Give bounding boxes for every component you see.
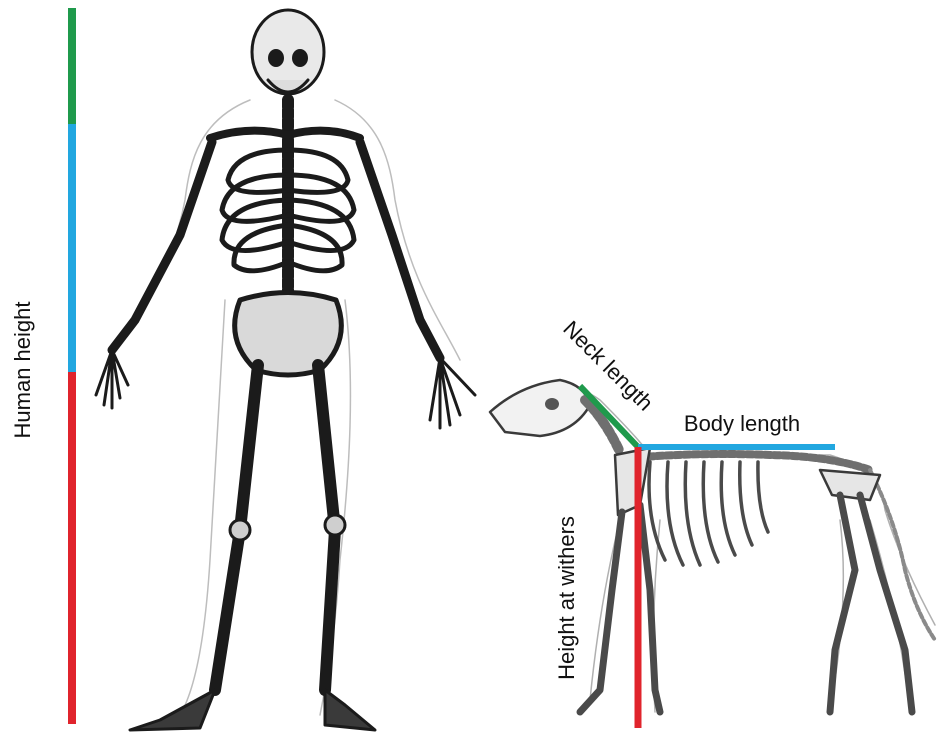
knee-left — [230, 520, 250, 540]
dog-pelvis — [820, 470, 880, 500]
foot-left — [130, 690, 215, 730]
foot-right — [325, 690, 375, 730]
human-height-label: Human height — [10, 302, 35, 439]
dog-eye-socket — [545, 398, 559, 410]
dog-skull — [490, 380, 590, 436]
pelvis — [235, 293, 342, 376]
knee-right — [325, 515, 345, 535]
height-at-withers-label: Height at withers — [554, 516, 579, 680]
human-skeleton — [96, 10, 475, 730]
dog-scapula — [615, 448, 650, 515]
dog-ribs — [649, 462, 768, 565]
body-length-label: Body length — [684, 411, 800, 436]
clavicles — [210, 131, 360, 138]
eye-socket-right — [292, 49, 308, 67]
eye-socket-left — [268, 49, 284, 67]
